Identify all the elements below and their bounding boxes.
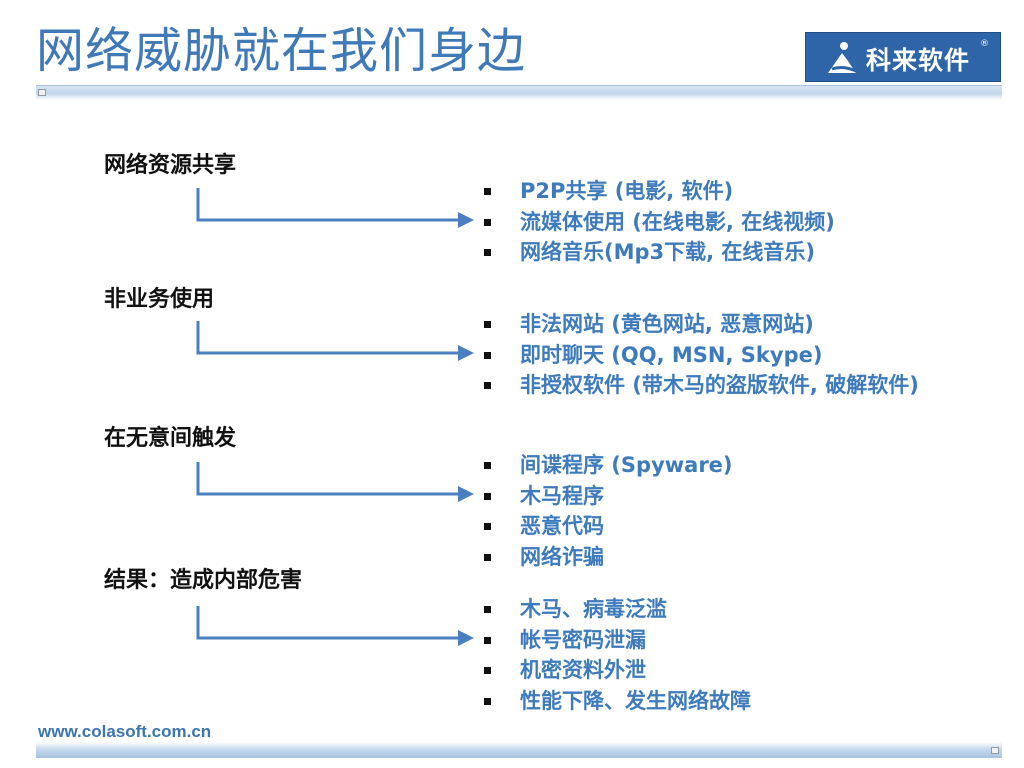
list-item: 非授权软件 (带木马的盗版软件, 破解软件) — [484, 370, 954, 401]
section-heading-non-business-use: 非业务使用 — [104, 287, 215, 312]
header-band — [36, 85, 1002, 100]
bullet-icon — [484, 462, 491, 469]
bullet-icon — [484, 188, 491, 195]
list-item: 木马、病毒泛滥 — [484, 594, 954, 625]
section-list-result: 木马、病毒泛滥 帐号密码泄漏 机密资料外泄 性能下降、发生网络故障 — [484, 594, 954, 716]
bullet-icon — [484, 382, 491, 389]
bullet-icon — [484, 249, 491, 256]
bullet-icon — [484, 697, 491, 705]
arrow-icon — [196, 606, 474, 646]
list-item: 恶意代码 — [484, 511, 954, 542]
logo-icon — [828, 42, 859, 74]
list-item: 网络诈骗 — [484, 542, 954, 573]
band-marker — [991, 747, 999, 754]
section-heading-unintentional-trigger: 在无意间触发 — [104, 426, 237, 451]
section-heading-result: 结果：造成内部危害 — [104, 568, 303, 593]
bullet-icon — [484, 553, 491, 561]
bullet-icon — [484, 606, 491, 613]
list-item: 木马程序 — [484, 481, 954, 512]
bullet-icon — [484, 667, 491, 674]
bullet-icon — [484, 523, 491, 530]
bullet-icon — [484, 492, 491, 500]
list-item: 机密资料外泄 — [484, 655, 954, 686]
list-item: 性能下降、发生网络故障 — [484, 686, 954, 717]
footer-url: www.colasoft.com.cn — [38, 722, 212, 741]
section-list-non-business-use: 非法网站 (黄色网站, 恶意网站) 即时聊天 (QQ, MSN, Skype) … — [484, 309, 954, 401]
arrow-icon — [196, 188, 474, 228]
bullet-icon — [484, 351, 491, 359]
list-item: 流媒体使用 (在线电影, 在线视频) — [484, 207, 954, 238]
list-item: 间谍程序 (Spyware) — [484, 450, 954, 481]
bullet-icon — [484, 218, 491, 226]
footer-band — [36, 742, 1002, 758]
logo-registered-mark: ® — [980, 39, 989, 49]
logo-text: 科来软件 — [866, 46, 971, 75]
list-item: 帐号密码泄漏 — [484, 625, 954, 656]
company-logo: 科来软件 ® — [805, 32, 1001, 82]
bullet-icon — [484, 321, 491, 328]
band-marker — [38, 89, 46, 96]
list-item: 非法网站 (黄色网站, 恶意网站) — [484, 309, 954, 340]
section-list-resource-sharing: P2P共享 (电影, 软件) 流媒体使用 (在线电影, 在线视频) 网络音乐(M… — [484, 176, 954, 268]
slide-title: 网络威胁就在我们身边 — [36, 23, 527, 79]
section-list-unintentional-trigger: 间谍程序 (Spyware) 木马程序 恶意代码 网络诈骗 — [484, 450, 954, 572]
section-heading-resource-sharing: 网络资源共享 — [104, 153, 237, 178]
list-item: 即时聊天 (QQ, MSN, Skype) — [484, 340, 954, 371]
arrow-icon — [196, 321, 474, 361]
list-item: P2P共享 (电影, 软件) — [484, 176, 954, 207]
bullet-icon — [484, 636, 491, 644]
list-item: 网络音乐(Mp3下载, 在线音乐) — [484, 237, 954, 268]
arrow-icon — [196, 462, 474, 502]
